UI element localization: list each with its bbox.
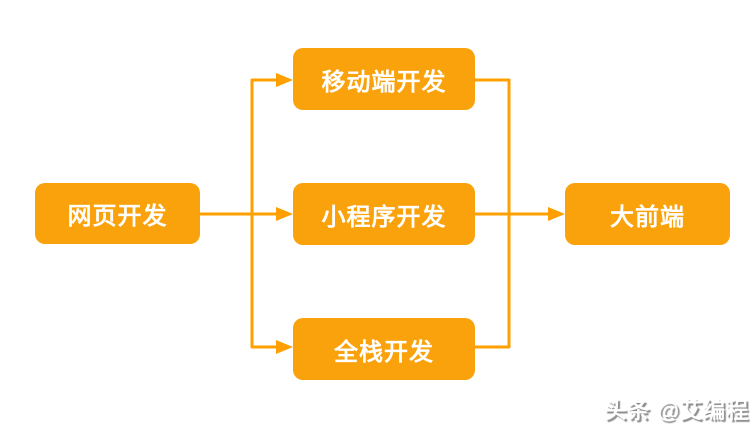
node-miniprogram-dev: 小程序开发 xyxy=(293,183,475,245)
connector-web-dev-to-fullstack-dev xyxy=(250,214,278,349)
connector-fullstack-dev-to-big-frontend xyxy=(475,214,511,349)
node-web-dev-label: 网页开发 xyxy=(67,203,168,230)
node-web-dev: 网页开发 xyxy=(35,183,200,244)
node-mobile-dev: 移动端开发 xyxy=(293,48,475,110)
node-big-frontend: 大前端 xyxy=(565,183,730,245)
watermark: 头条 @艾编程 xyxy=(604,398,749,423)
node-miniprogram-dev-label: 小程序开发 xyxy=(321,203,447,231)
connector-mobile-dev-to-big-frontend xyxy=(475,78,511,214)
connector-web-dev-to-mobile-dev xyxy=(250,78,278,214)
arrowhead-into-fullstack-dev xyxy=(276,340,293,354)
node-big-frontend-label: 大前端 xyxy=(610,203,685,231)
arrowhead-into-miniprogram-dev xyxy=(276,207,293,221)
node-mobile-dev-label: 移动端开发 xyxy=(321,68,447,96)
arrowhead-into-mobile-dev xyxy=(276,73,293,87)
node-fullstack-dev: 全栈开发 xyxy=(293,318,475,380)
node-fullstack-dev-label: 全栈开发 xyxy=(334,338,434,366)
arrowhead-into-big-frontend xyxy=(548,207,565,221)
